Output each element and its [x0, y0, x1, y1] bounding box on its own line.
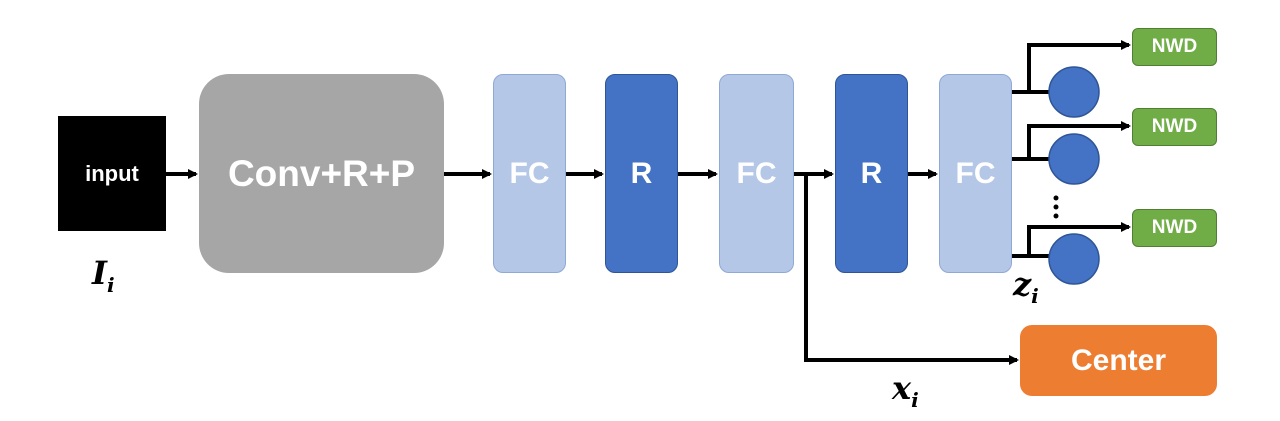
- z-variable-label: zi: [1013, 268, 1039, 306]
- fc-block-3: FC: [939, 74, 1012, 273]
- ellipsis-dot-2: [1053, 204, 1059, 210]
- head-circle-1: [1048, 66, 1100, 118]
- arrow-to-nwd-1: [1012, 40, 1131, 94]
- ellipsis-dot-3: [1053, 213, 1059, 219]
- input-block: input: [58, 116, 166, 231]
- x-var-subscript: i: [911, 388, 919, 412]
- head-circle-2: [1048, 133, 1100, 185]
- fc-block-1: FC: [493, 74, 566, 273]
- z-var-symbol: z: [1013, 265, 1032, 303]
- arrow-to-center: [804, 174, 1019, 365]
- arrow-to-nwd-3: [1012, 222, 1131, 258]
- head-circle-3: [1048, 233, 1100, 285]
- x-var-symbol: x: [892, 369, 912, 407]
- nwd-block-1: NWD: [1132, 28, 1217, 66]
- relu-block-1: R: [605, 74, 678, 273]
- fc-block-2: FC: [719, 74, 794, 273]
- conv-relu-pool-block: Conv+R+P: [199, 74, 444, 273]
- z-var-subscript: i: [1031, 284, 1039, 308]
- nwd-block-3: NWD: [1132, 209, 1217, 247]
- input-var-symbol: I: [92, 254, 107, 292]
- ellipsis-dot-1: [1053, 195, 1059, 201]
- nwd-block-2: NWD: [1132, 108, 1217, 146]
- input-var-subscript: i: [106, 273, 115, 297]
- relu-block-2: R: [835, 74, 908, 273]
- arrow-to-nwd-2: [1012, 121, 1131, 161]
- x-variable-label: xi: [892, 372, 919, 410]
- input-variable-label: Ii: [92, 257, 115, 295]
- center-block: Center: [1020, 325, 1217, 396]
